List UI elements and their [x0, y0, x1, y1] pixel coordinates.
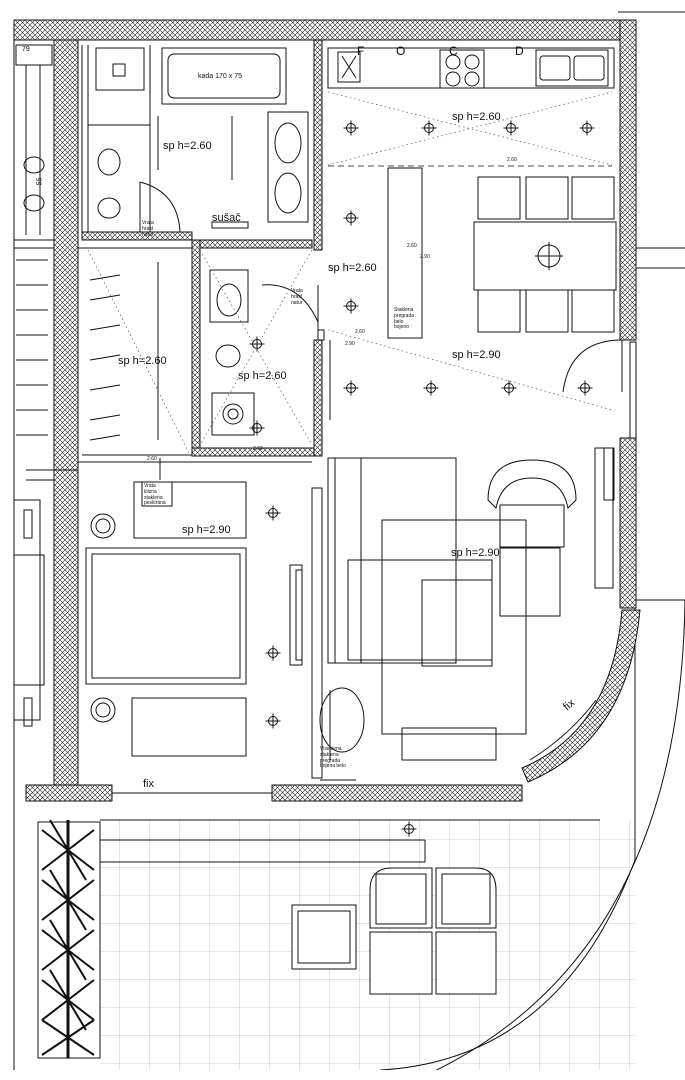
kitchen-label-f: F [357, 44, 365, 58]
living-room [311, 447, 615, 779]
dim-k4: 2.90 [420, 254, 430, 260]
terrace-furniture [291, 867, 497, 995]
bath-walls [81, 231, 323, 457]
note-glass-partition-kitchen: Staklena pregrada belo bojeno [394, 307, 415, 331]
ceiling-height-bath: sp h=2.60 [163, 140, 212, 152]
dimension-55: 55 [36, 177, 44, 186]
dashed-outlines [328, 165, 612, 735]
dim-k2: 2.60 [407, 243, 417, 249]
kitchen [327, 47, 615, 420]
terrace-edge [379, 600, 636, 1071]
dim-b1: 2.60 [253, 446, 263, 452]
ceiling-height-closet: sp h=2.60 [118, 355, 167, 367]
dim-k1: 2.60 [507, 157, 517, 163]
bathtub-label: kada 170 x 75 [198, 73, 242, 80]
note-sliding-door: Vrata klizna staklena peskirana [144, 483, 166, 507]
ceiling-guide-lines [87, 91, 613, 456]
exterior-walls [13, 19, 637, 802]
ceiling-height-dining: sp h=2.90 [452, 349, 501, 361]
room-number: 79 [22, 46, 30, 53]
note-glass-partition-living: Viseciena staklena pregrada bojena belo [320, 746, 346, 770]
closet-hangers [89, 262, 159, 441]
kitchen-label-o: O [396, 44, 406, 58]
terrace-tiles [100, 820, 635, 1070]
dryer-label: sušač [212, 212, 241, 224]
fix-window-label: fix [143, 778, 154, 790]
ceiling-height-living: sp h=2.90 [451, 547, 500, 559]
bathroom-top [88, 47, 309, 233]
bedroom [85, 458, 303, 757]
curved-glass-wall [521, 609, 641, 783]
left-strip-fixtures [13, 44, 53, 727]
dim-k5: 2.60 [355, 329, 365, 335]
ceiling-height-corridor: sp h=2.60 [328, 262, 377, 274]
planter-plants [37, 819, 101, 1059]
ceiling-height-kitchen: sp h=2.60 [452, 111, 501, 123]
ceiling-height-wc: sp h=2.60 [238, 370, 287, 382]
note-door-wc: Vrata hrast natur [291, 288, 303, 306]
kitchen-label-c: C [449, 44, 458, 58]
dining-set [473, 176, 637, 439]
kitchen-label-d: D [515, 44, 524, 58]
terrace-curve-outer [419, 599, 685, 1079]
dim-c1: 2.60 [147, 456, 157, 462]
ceiling-height-bedroom: sp h=2.90 [182, 524, 231, 536]
wc-room [209, 269, 325, 436]
dim-k6: 2.90 [345, 341, 355, 347]
curve-inner [529, 699, 597, 761]
note-door-bath: Vrata hrast natur [142, 220, 154, 238]
